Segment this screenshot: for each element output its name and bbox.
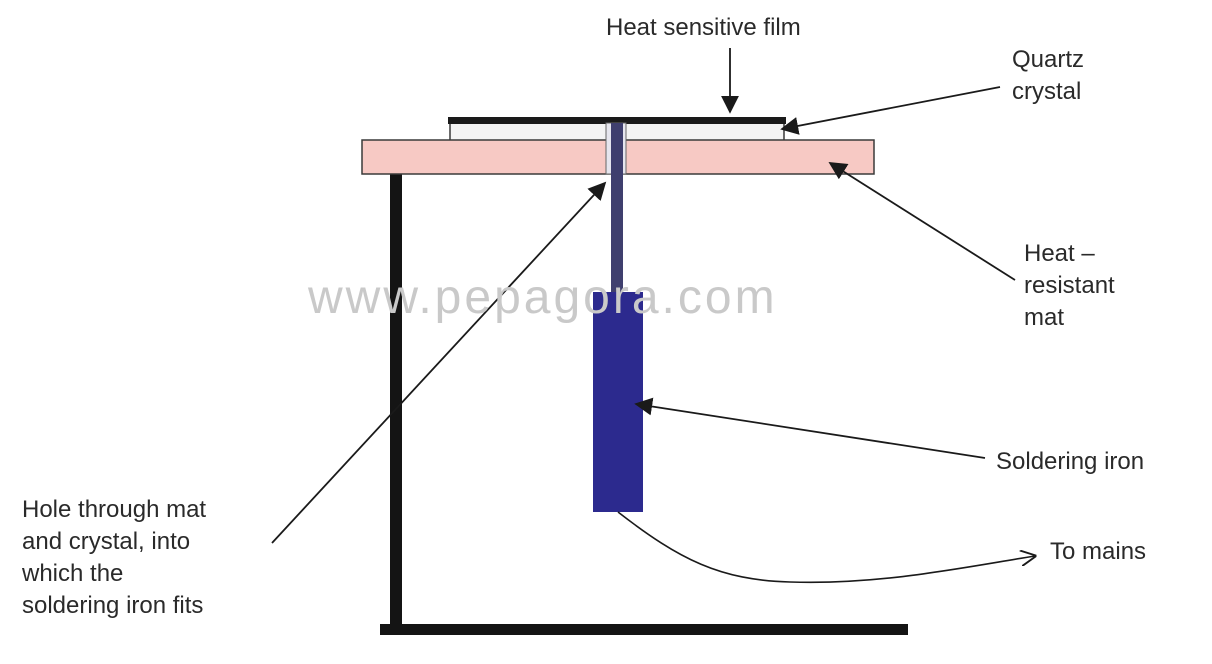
label-heat-resistant-mat: Heat – resistant mat: [1024, 240, 1115, 331]
stand-post: [390, 174, 402, 628]
stand-base: [380, 624, 908, 635]
mains-cable: [617, 511, 1035, 584]
arrow-hole: [271, 181, 607, 544]
label-heat-sensitive-film: Heat sensitive film: [606, 14, 801, 41]
soldering-iron-body: [593, 292, 643, 512]
watermark: www.pepagora.com: [308, 271, 778, 324]
label-to-mains: To mains: [1050, 538, 1147, 565]
label-soldering-iron: Soldering iron: [996, 448, 1145, 475]
label-quartz-crystal: Quartz crystal: [1012, 46, 1085, 105]
heat-sensitive-film: [448, 117, 786, 124]
arrow-quartz-crystal: [780, 86, 1001, 135]
label-hole: Hole through mat and crystal, into which…: [22, 496, 207, 619]
arrow-heat-mat: [828, 162, 1016, 281]
arrow-soldering-iron: [634, 397, 986, 459]
soldering-iron-shaft: [611, 123, 623, 293]
